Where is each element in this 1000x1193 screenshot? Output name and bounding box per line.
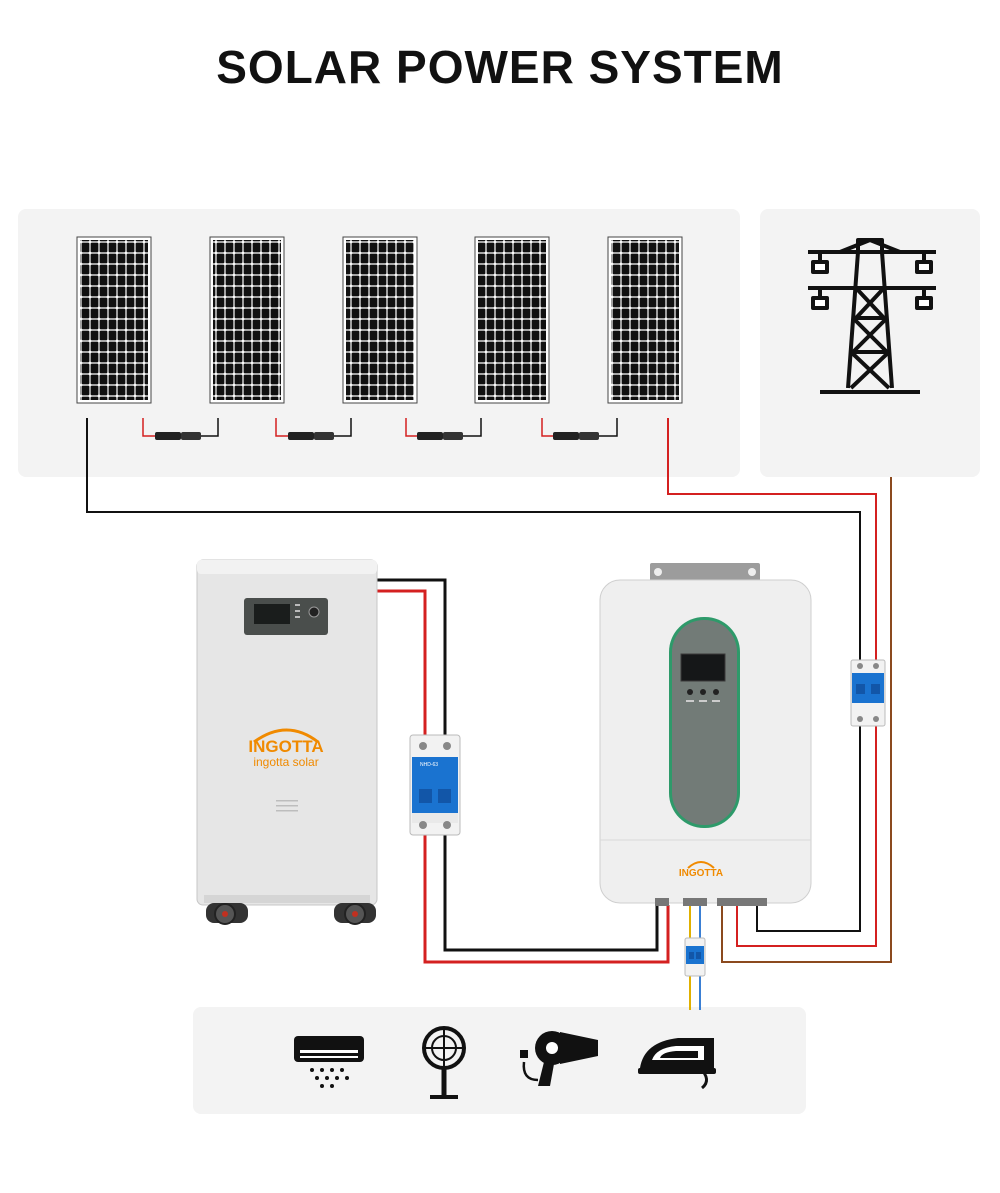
battery-brand-name: ingotta solar: [253, 755, 318, 769]
pv-connector: [142, 418, 219, 440]
pv-connector: [405, 418, 482, 440]
transmission-tower-icon: [808, 238, 936, 394]
solar-panel: [209, 236, 285, 404]
page-title: SOLAR POWER SYSTEM: [216, 41, 784, 93]
solar-panel: [76, 236, 152, 404]
solar-panel: [607, 236, 683, 404]
battery-wheel: [334, 903, 376, 925]
pv-breaker: [850, 659, 886, 727]
solar-panel: [342, 236, 418, 404]
breaker-model-label: NHD-63: [420, 762, 438, 768]
pv-negative-wire: [86, 418, 861, 660]
pv-connector: [275, 418, 352, 440]
inverter-logo: INGOTTA: [679, 868, 723, 879]
ac-output-wires: [689, 905, 701, 1010]
battery-logo: INGOTTA: [248, 737, 323, 756]
fan-icon: [422, 1026, 466, 1099]
air-conditioner-icon: [294, 1036, 364, 1088]
battery-wheel: [206, 903, 248, 925]
pv-output-wires: [736, 725, 877, 947]
battery-breaker: NHD-63: [409, 734, 461, 836]
solar-panel: [474, 236, 550, 404]
iron-icon: [638, 1038, 716, 1090]
inverter: INGOTTA: [599, 563, 812, 906]
pv-positive-wire: [667, 418, 877, 660]
grid-wire: [721, 477, 892, 963]
battery-cabinet: INGOTTA ingotta solar: [196, 559, 378, 906]
ac-output-breaker: [684, 937, 706, 977]
pv-connector: [541, 418, 618, 440]
battery-wires: [377, 578, 670, 964]
hair-dryer-icon: [520, 1031, 598, 1086]
